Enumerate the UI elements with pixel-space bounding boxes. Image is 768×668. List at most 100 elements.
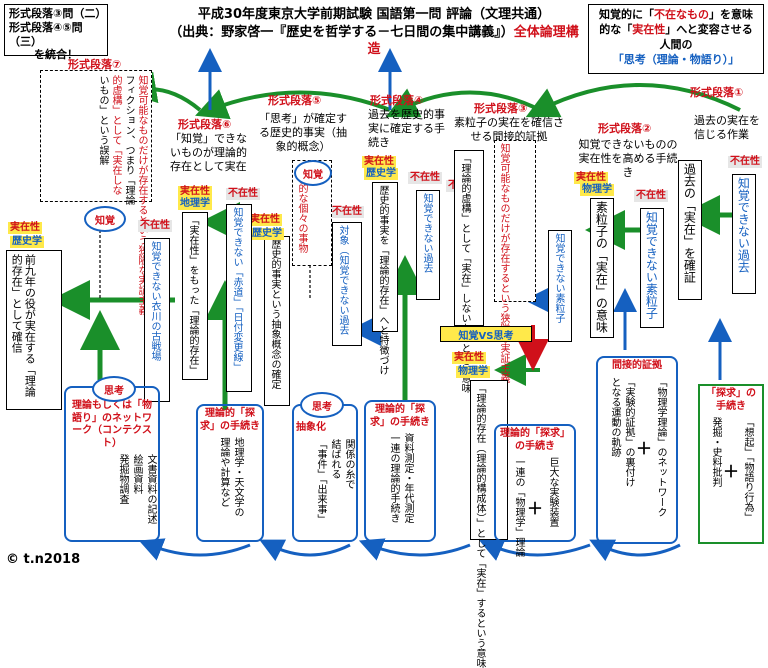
method-3: 思考 抽象化 関係の糸で 結ばれる 「事件」「出来事」 [292, 392, 358, 542]
column-8-fuzai: 知覚できない衣川の古戦場 [144, 238, 170, 402]
method-6-plus: ＋ [635, 438, 652, 458]
method-4-body-1: 資料測定・年代測定 [402, 433, 413, 523]
c5-box-text: 具体的な個々の事物 [296, 163, 307, 253]
column-4-main: 歴史的事実を「理論的存在」へと特徴づけ [372, 182, 398, 375]
paragraph-6-desc: 「知覚」できないものが理論的存在として実在 [170, 132, 247, 173]
method-1-body-2: 絵画資料 [131, 454, 142, 494]
paragraph-4-label: 形式段落④ [370, 94, 424, 107]
p7-line-2: 的虚構」として「実在しな [110, 75, 121, 195]
column-9-main: 前九年の役が実在する「理論的存在」として確信 [6, 250, 62, 410]
column-3-red-box: 知覚可能なものだけが存在するという狭隘な実証主義 [494, 140, 536, 383]
method-6-body-3: 「実験的証拠」の裏付け [622, 376, 634, 487]
title-source: （出典：野家啓一『歴史を哲学する－七日間の集中講義』） [169, 24, 514, 40]
method-4-head: 理論的「探求」の手続き [370, 404, 430, 428]
chikaku-vs-shikou: 知覚VS思考 [440, 326, 532, 342]
chikaku-bubble-c5: 知覚 [294, 160, 332, 186]
chirigaku-tag-c7: 地理学 [178, 198, 212, 210]
method-7-body-1: 「想起」「物語り行為」 [742, 417, 753, 522]
phys-main-text: 「理論的存在（理論的構成体）」として「実在」するという意味 [474, 383, 485, 668]
jitsuzai-tag-c7: 実在性 [248, 214, 282, 226]
method-4-body-2: 一連の理論的手続き [388, 433, 399, 523]
rekishigaku-tag-c7: 歴史学 [250, 228, 284, 240]
jitsuzai-tag-c4: 実在性 [362, 156, 396, 168]
p7-line-3: いもの」という誤解 [97, 75, 108, 165]
integrate-line1: 形式段落③問（二） [9, 7, 107, 20]
summary-red-1: 不在なもの [654, 8, 709, 21]
shikou-bubble-m1-text: 思考 [104, 385, 124, 397]
paragraph-2-desc: 知覚できないものの実在性を高める手続き [578, 138, 678, 179]
chikaku-bubble-c9: 知覚 [84, 206, 126, 232]
method-4: 理論的「探求」の手続き 資料測定・年代測定 一連の理論的手続き [364, 400, 436, 542]
method-6-body-2: となる運動の軌跡 [608, 376, 620, 457]
method-5-plus: ＋ [526, 499, 543, 518]
method-2-head: 理論的「探求」の手続き [200, 408, 260, 432]
integrate-line2: 形式段落④⑤問（三） [9, 20, 83, 48]
paragraph-7-label: 形式段落⑦ [68, 58, 122, 71]
paragraph-3-desc: 素粒子の実在を確信させる間接的証拠 [454, 116, 564, 143]
paragraph-3-label: 形式段落③ [474, 102, 528, 115]
method-2: 理論的「探求」の手続き 地理学・天文学の 理論や計算など [196, 404, 264, 542]
integrate-note: 形式段落③問（二） 形式段落④⑤問（三） を統合！ [4, 4, 108, 61]
column-4-fuzai: 知覚できない過去 [416, 190, 440, 300]
c1-fuzai-text: 知覚できない過去 [736, 177, 751, 273]
paragraph-6-label: 形式段落⑥ [178, 118, 232, 131]
shikou-bubble-m3-text: 思考 [312, 401, 332, 413]
column-1-main: 過去の「実在」を確証 [678, 160, 702, 300]
jitsuzai-tag-c9: 実在性 [8, 222, 42, 234]
method-7-head: 「探求」の手続き [706, 388, 756, 412]
column-3-fuzai: 知覚できない素粒子 [548, 230, 572, 342]
method-5: 理論的「探求」の手続き 巨大な実験装置 ＋ 一連の「物理学」理論 [494, 424, 576, 557]
column-2-fuzai: 知覚できない素粒子 [640, 208, 664, 328]
method-6: 間接的証拠 「物理学理論」のネットワーク ＋ 「実験的証拠」の裏付け となる運動… [596, 356, 678, 544]
summary-text-1: 知覚的に「 [599, 8, 654, 21]
method-1-body-1: 文書資料の記述 [145, 454, 156, 524]
summary-text-2: 」を意味的な「 [599, 8, 753, 36]
c7-main-text: 「実在性」をもった「理論的存在」 [187, 215, 198, 375]
column-3-main: 「理論的虚構」として「実在」しないものという意味 [454, 150, 484, 393]
shikou-bubble-m1: 思考 [92, 376, 136, 402]
chikaku-vs-shikou-text: 知覚VS思考 [458, 331, 514, 342]
c3-red-text: 知覚可能なものだけが存在するという狭隘な実証主義 [498, 143, 509, 383]
method-3-body-1: 関係の糸で [343, 438, 354, 489]
method-2-body-2: 理論や計算など [218, 437, 229, 507]
p7-red-vertical: 知覚可能なものだけが存在するという狭隘な実証主義 [136, 75, 147, 315]
chikaku-bubble-c9-text: 知覚 [95, 215, 115, 227]
fuzai-tag-c2: 不在性 [634, 190, 668, 202]
summary-text-3: 」へと変容させる人間の [659, 22, 753, 51]
column-1-fuzai: 知覚できない過去 [732, 174, 756, 294]
shikou-bubble-m3: 思考 [300, 392, 344, 418]
c7-fuzai-text: 知覚できない「赤道」「日付変更線」 [231, 207, 242, 372]
paragraph-7-box: 知覚可能なものだけが存在するという狭隘な実証主義 フィクション、つまり「理論 的… [40, 70, 152, 315]
title-line2: （出典：野家啓一『歴史を哲学する－七日間の集中講義』）全体論理構造 [168, 24, 580, 59]
paragraph-5-desc: 「思考」が確定する歴史的事実（抽象的概念） [259, 112, 347, 153]
page-title: 平成30年度東京大学前期試験 国語第一問 評論（文理共通） （出典：野家啓一『歴… [168, 6, 580, 59]
method-3-body-2: 結ばれる [329, 438, 340, 479]
method-6-body-1: 「物理学理論」のネットワーク [655, 376, 666, 517]
method-2-body-1: 地理学・天文学の [232, 437, 243, 517]
c4-main-text: 歴史的事実を「理論的存在」へと特徴づけ [377, 185, 388, 375]
c5-main-text: 対象（知覚できない過去 [337, 225, 348, 335]
paragraph-2-label: 形式段落② [598, 122, 652, 135]
method-5-head: 理論的「探求」の手続き [500, 428, 570, 452]
rekishigaku-tag-c9: 歴史学 [10, 236, 44, 248]
jitsuzai-tag-c2: 実在性 [574, 172, 608, 184]
fuzai-tag-c5: 不在性 [330, 206, 364, 218]
integrate-line3: を統合！ [34, 48, 78, 62]
column-7-main: 「実在性」をもった「理論的存在」 [182, 212, 208, 380]
title-line1: 平成30年度東京大学前期試験 国語第一問 評論（文理共通） [197, 7, 551, 22]
method-6-head: 間接的証拠 [612, 360, 662, 371]
summary-box: 知覚的に「不在なもの」を意味的な「実在性」へと変容させる人間の 「思考（理論・物… [588, 4, 764, 74]
paragraph-1-desc: 過去の実在を信じる作業 [694, 114, 760, 141]
method-5-body-2: 一連の「物理学」理論 [512, 457, 524, 557]
c2-main-text: 素粒子の「実在」の意味 [594, 201, 609, 333]
paragraph-5-label: 形式段落⑤ [268, 94, 322, 107]
method-3-head: 抽象化 [296, 422, 326, 433]
c3-fuzai-text: 知覚できない素粒子 [553, 233, 564, 323]
column-5-main: 対象（知覚できない過去 [332, 222, 362, 346]
c1-main-text: 過去の「実在」を確証 [682, 163, 697, 283]
c4-fuzai-text: 知覚できない過去 [421, 193, 432, 273]
method-5-body-1: 巨大な実験装置 [547, 457, 558, 527]
fuzai-tag-c1: 不在性 [728, 156, 762, 168]
c2-fuzai-text: 知覚できない素粒子 [644, 211, 659, 319]
rekishigaku-tag-c4: 歴史学 [364, 168, 398, 180]
